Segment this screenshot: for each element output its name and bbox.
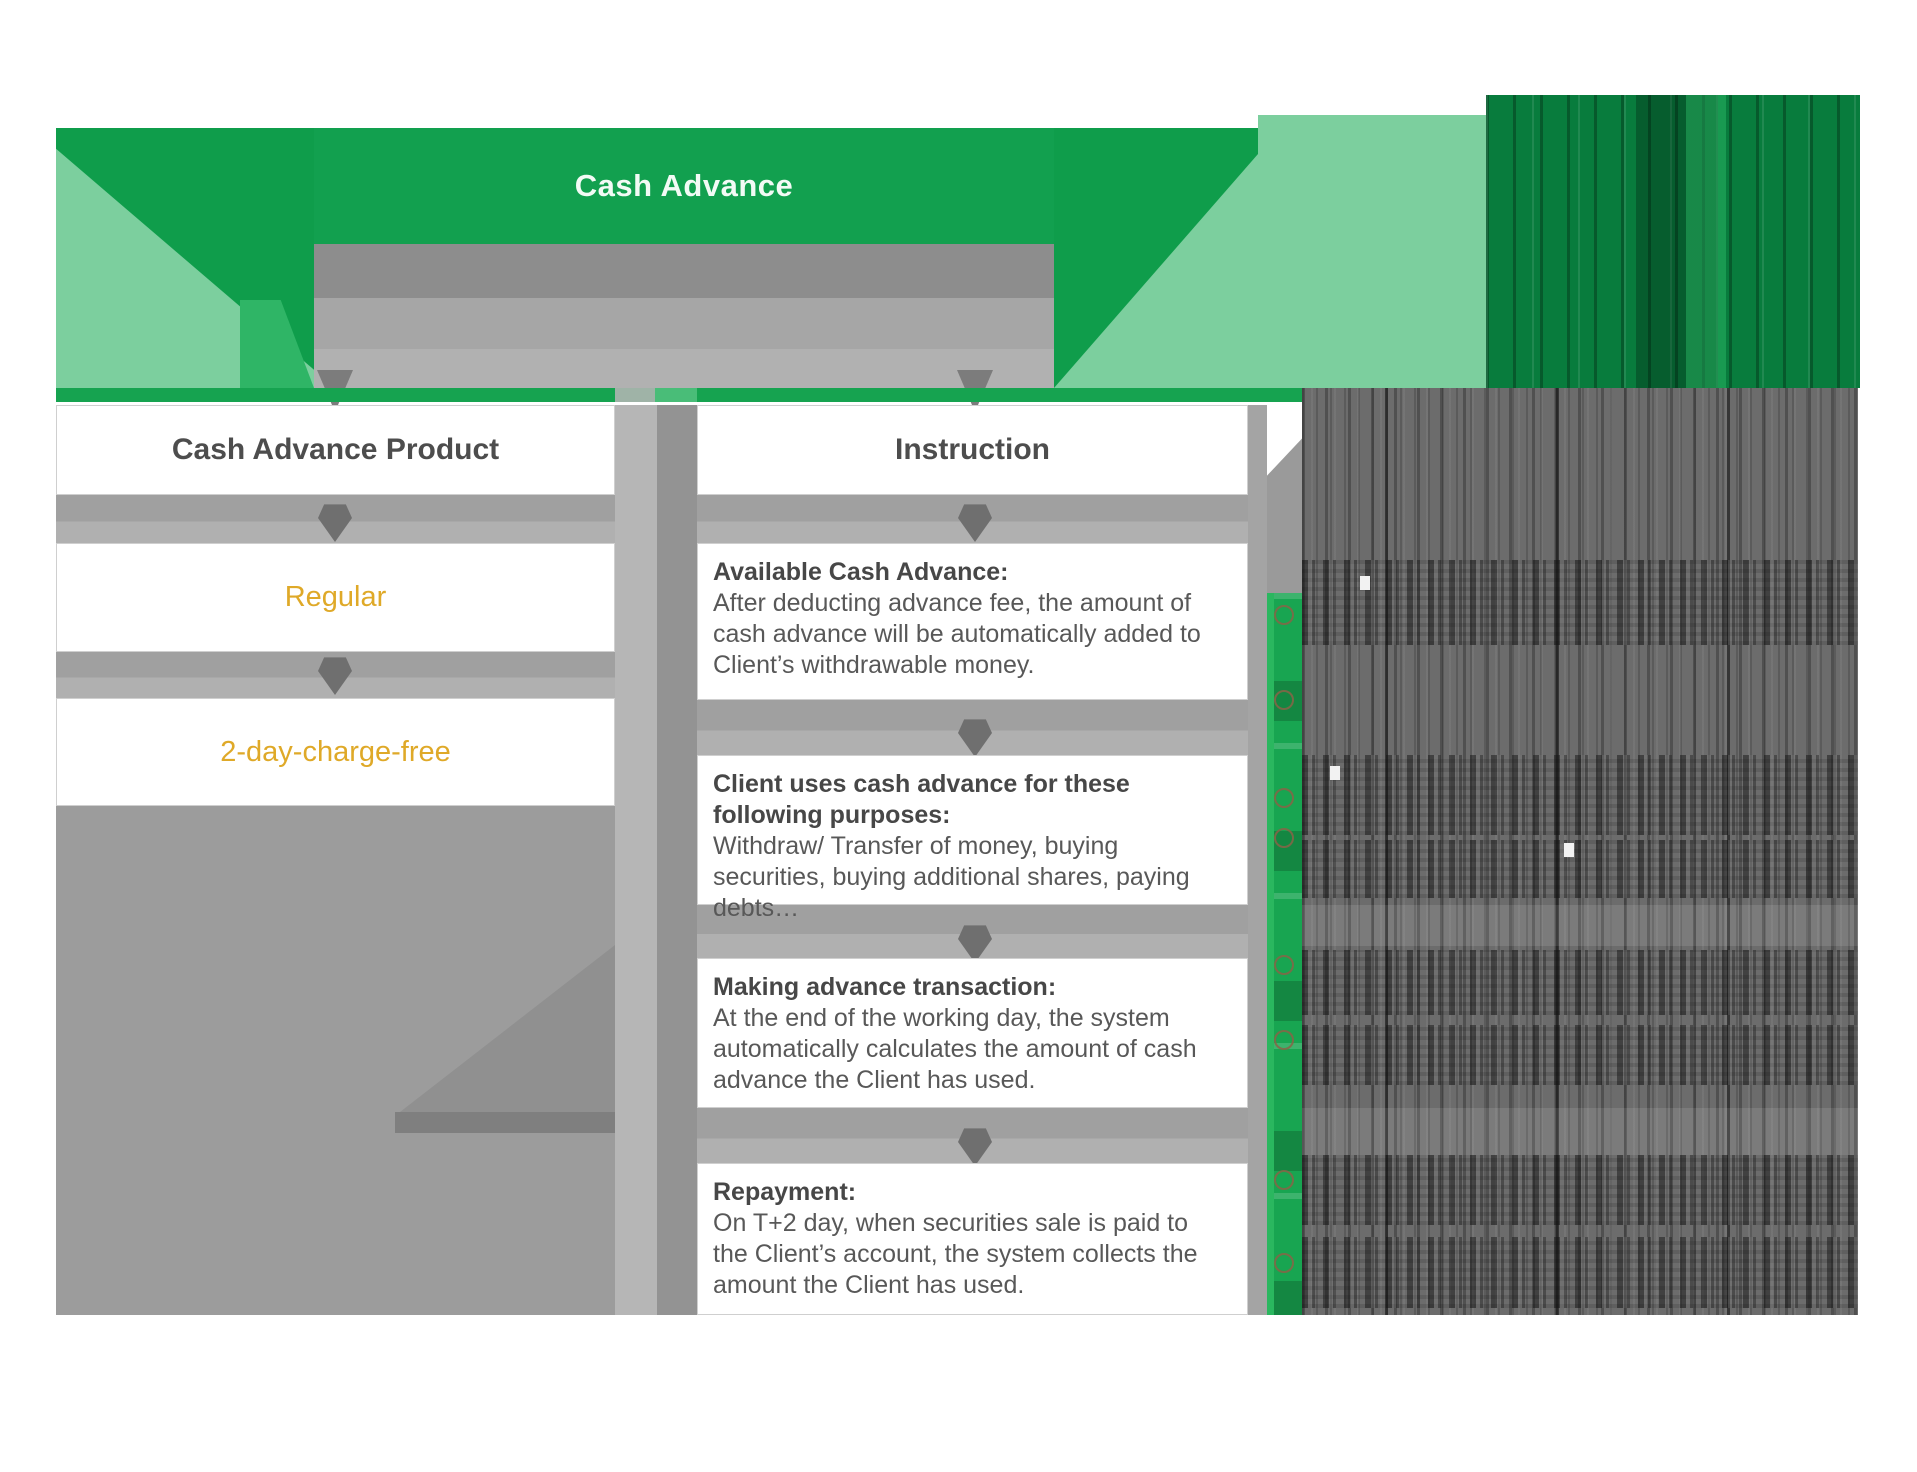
bullet-circle-icon	[1274, 1170, 1294, 1190]
connector-band-top	[314, 244, 1054, 298]
corrupted-text-row	[1302, 1025, 1858, 1085]
bullet-circle-icon	[1274, 828, 1294, 848]
glitch-speck	[1360, 576, 1370, 590]
step-body: At the end of the working day, the syste…	[713, 1004, 1197, 1094]
instruction-column-header: Instruction	[697, 405, 1248, 495]
corrupted-text-row	[1302, 840, 1858, 898]
column-divider-strip	[615, 405, 657, 1315]
step-body: On T+2 day, when securities sale is paid…	[713, 1209, 1198, 1299]
bullet-circle-icon	[1274, 605, 1294, 625]
connector-band-middle	[314, 298, 1054, 349]
glitch-speck	[1330, 766, 1340, 780]
dark-green-streaked-block	[1486, 95, 1860, 388]
bullet-circle-icon	[1274, 955, 1294, 975]
step-body: After deducting advance fee, the amount …	[713, 589, 1201, 679]
bullet-circle-icon	[1274, 1030, 1294, 1050]
connector-band-bottom	[314, 349, 1054, 388]
corrupted-text-row	[1302, 950, 1858, 1015]
glitch-speck	[1564, 843, 1574, 857]
banner: Cash Advance	[314, 128, 1054, 244]
product-item-label: 2-day-charge-free	[220, 735, 451, 768]
product-column-header: Cash Advance Product	[56, 405, 615, 495]
instruction-step-repayment: Repayment: On T+2 day, when securities s…	[697, 1163, 1248, 1315]
corrupted-clear-band	[1302, 1108, 1858, 1155]
corrupted-text-row	[1302, 1237, 1858, 1308]
product-item-label: Regular	[284, 581, 387, 613]
step-title: Available Cash Advance:	[713, 558, 1009, 586]
step-title: Client uses cash advance for these follo…	[713, 770, 1130, 829]
light-green-block	[1258, 115, 1486, 388]
instruction-step-purposes: Client uses cash advance for these follo…	[697, 755, 1248, 922]
step-title: Repayment:	[713, 1178, 857, 1206]
product-item-regular: Regular	[56, 543, 615, 652]
instruction-step-making-advance-transaction: Making advance transaction: At the end o…	[697, 958, 1248, 1108]
product-item-2-day-charge-free: 2-day-charge-free	[56, 698, 615, 806]
bullet-circle-icon	[1274, 1253, 1294, 1273]
corrupted-text-row	[1302, 560, 1858, 645]
corrupted-text-row	[1302, 755, 1858, 835]
right-divider-strip	[1248, 405, 1267, 1315]
corrupted-text-row	[1302, 1155, 1858, 1225]
product-header-label: Cash Advance Product	[171, 433, 500, 466]
instruction-header-label: Instruction	[895, 433, 1050, 466]
step-title: Making advance transaction:	[713, 973, 1057, 1001]
corrupted-region	[1302, 388, 1858, 1315]
band-glitch	[615, 388, 655, 402]
instruction-step-available-cash-advance: Available Cash Advance: After deducting …	[697, 543, 1248, 700]
column-divider-strip	[657, 405, 697, 1315]
band-glitch	[655, 388, 697, 402]
bullet-circle-icon	[1274, 788, 1294, 808]
step-body: Withdraw/ Transfer of money, buying secu…	[713, 832, 1190, 922]
banner-title: Cash Advance	[574, 168, 794, 203]
corrupted-clear-band	[1302, 905, 1858, 946]
green-bullet-bar	[1267, 593, 1302, 1315]
bullet-circle-icon	[1274, 690, 1294, 710]
